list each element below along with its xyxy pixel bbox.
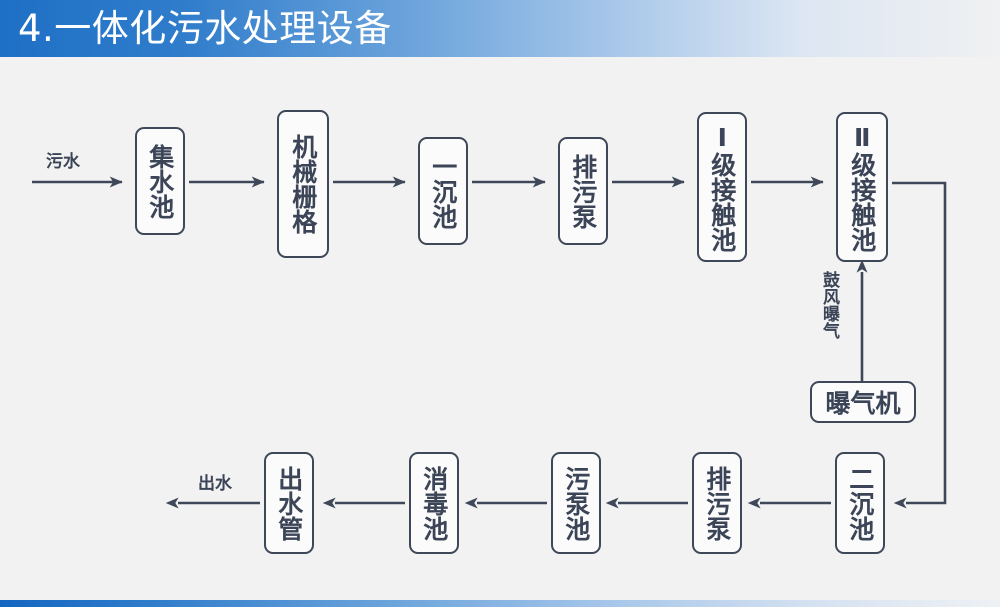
node-label: 集水池 — [145, 143, 175, 219]
connector-layer — [32, 176, 947, 509]
node-label: 出水管 — [274, 465, 304, 541]
node-paiwubeng-2[interactable]: 排污泵 — [692, 452, 742, 554]
node-xiaoduchi[interactable]: 消毒池 — [409, 452, 459, 554]
wrap-connector — [892, 181, 947, 509]
node-paiwubeng-1[interactable]: 排污泵 — [558, 137, 608, 245]
node-baoqiji[interactable]: 曝气机 — [810, 381, 916, 423]
node-label: Ⅰ级接触池 — [707, 122, 737, 252]
inlet-label: 污水 — [46, 152, 80, 172]
node-label: 消毒池 — [419, 465, 449, 541]
node-label: 排污泵 — [568, 153, 598, 229]
node-jiechuchi-1[interactable]: Ⅰ级接触池 — [697, 112, 747, 262]
page-title: 4.一体化污水处理设备 — [18, 7, 392, 50]
node-chushuiguan[interactable]: 出水管 — [264, 452, 314, 554]
header-bar: 4.一体化污水处理设备 — [0, 0, 1000, 57]
node-label: 二沉池 — [845, 465, 875, 541]
node-wubengchi[interactable]: 污泵池 — [551, 452, 601, 554]
flow-diagram: 集水池 机械栅格 一沉池 排污泵 Ⅰ级接触池 Ⅱ级接触池 曝气机 出水管 消毒池… — [0, 57, 1000, 600]
node-jiechuchi-2[interactable]: Ⅱ级接触池 — [836, 112, 888, 262]
node-label: 排污泵 — [702, 465, 732, 541]
node-label: 一沉池 — [428, 153, 458, 229]
outlet-label: 出水 — [198, 474, 232, 494]
node-yichenchi[interactable]: 一沉池 — [418, 137, 468, 245]
node-jixieshangge[interactable]: 机械栅格 — [277, 110, 329, 258]
node-erchenchi[interactable]: 二沉池 — [835, 452, 885, 554]
node-label: 污泵池 — [561, 465, 591, 541]
node-label: 机械栅格 — [288, 134, 318, 234]
aeration-label: 鼓风曝气 — [819, 271, 839, 339]
node-jishuichi[interactable]: 集水池 — [135, 127, 185, 235]
footer-bar — [0, 600, 1000, 607]
node-label: 曝气机 — [825, 389, 901, 418]
node-label: Ⅱ级接触池 — [847, 122, 877, 252]
